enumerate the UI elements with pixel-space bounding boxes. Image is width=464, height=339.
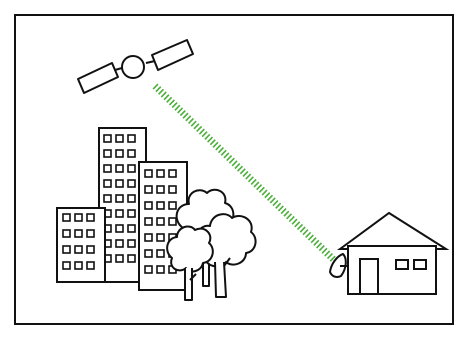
building-tall-windows: [104, 135, 135, 262]
house-window-left: [396, 260, 408, 269]
house-window-right: [414, 260, 426, 269]
satellite-body: [122, 56, 144, 78]
house-door: [360, 259, 378, 294]
